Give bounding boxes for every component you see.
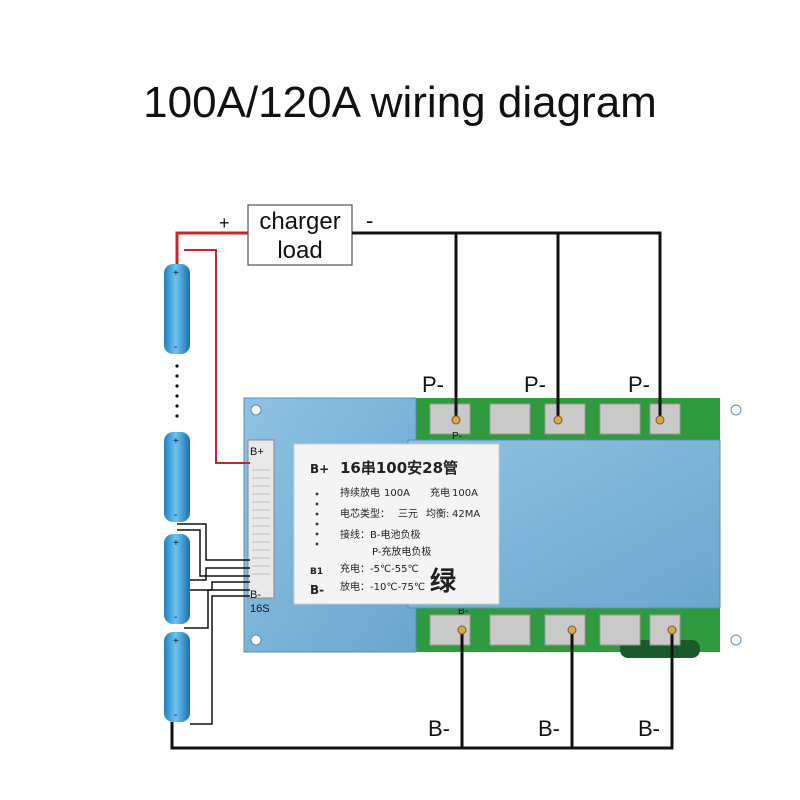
mosfet-row-top bbox=[429, 403, 681, 435]
sticker-heading: 16串100安28管 bbox=[340, 459, 458, 477]
sticker-row2-a: 电芯类型： bbox=[340, 507, 390, 520]
charger-minus-label: - bbox=[366, 208, 373, 233]
svg-text:-: - bbox=[174, 710, 177, 721]
p-minus-label-2: P- bbox=[524, 372, 546, 397]
svg-text:-: - bbox=[174, 612, 177, 623]
red-wires bbox=[175, 231, 248, 264]
svg-text:+: + bbox=[173, 538, 179, 549]
charger-load-box bbox=[247, 204, 353, 266]
sticker-row2-b: 均衡: bbox=[426, 508, 449, 520]
b-minus-pads bbox=[457, 625, 677, 635]
sticker-row1-a-val: 100A bbox=[384, 488, 410, 499]
sticker-row1-b: 充电 bbox=[430, 486, 450, 499]
mount-hole-bl bbox=[250, 634, 262, 646]
sticker-side-bplus: B+ bbox=[310, 462, 329, 476]
mount-hole-br bbox=[730, 634, 742, 646]
sticker-row5: 充电：-5℃-55℃ bbox=[340, 562, 419, 575]
red-sense-wire bbox=[184, 249, 250, 464]
b-minus-label-2: B- bbox=[538, 716, 560, 741]
b-minus-label-3: B- bbox=[638, 716, 660, 741]
svg-text:+: + bbox=[173, 636, 179, 647]
battery-cell-4: + - bbox=[164, 632, 190, 722]
charger-plus-label: + bbox=[219, 213, 230, 233]
page-title: 100A/120A wiring diagram bbox=[143, 78, 657, 127]
connector-bottom-label: B- bbox=[250, 589, 261, 601]
balance-sense-wires bbox=[177, 523, 250, 725]
pcb-p-pad-label: P- bbox=[452, 431, 462, 442]
load-label: load bbox=[277, 237, 322, 264]
p-minus-wires bbox=[352, 231, 662, 418]
sticker-row1-b-val: 100A bbox=[452, 488, 478, 499]
charger-label: charger bbox=[259, 208, 340, 235]
b-minus-wires bbox=[170, 630, 674, 750]
sticker-color-char: 绿 bbox=[430, 567, 457, 597]
battery-cell-2: + - bbox=[164, 432, 190, 522]
sticker-dots bbox=[315, 492, 319, 546]
sticker-side-b1: B1 bbox=[310, 567, 323, 577]
p-minus-pads bbox=[451, 415, 665, 425]
svg-text:+: + bbox=[173, 436, 179, 447]
balance-connector bbox=[247, 439, 275, 599]
mount-hole-tl bbox=[250, 404, 262, 416]
mount-hole-tr bbox=[730, 404, 742, 416]
connector-series-label: 16S bbox=[250, 603, 270, 615]
pcb-b-pad-label: B- bbox=[458, 606, 468, 617]
battery-cell-1: + - bbox=[164, 264, 190, 354]
b-minus-label-1: B- bbox=[428, 716, 450, 741]
sticker-row2-a-val: 三元 bbox=[398, 509, 418, 520]
sticker-row4: P-充放电负极 bbox=[372, 545, 431, 558]
sticker-side-bminus: B- bbox=[310, 583, 324, 597]
connector-top-label: B+ bbox=[250, 446, 264, 458]
cell-ellipsis-dots bbox=[175, 364, 179, 418]
p-minus-label-1: P- bbox=[422, 372, 444, 397]
mosfet-row-bottom bbox=[429, 614, 681, 646]
spec-sticker bbox=[293, 443, 500, 605]
sticker-row1-a: 持续放电 bbox=[340, 486, 380, 499]
svg-text:-: - bbox=[174, 342, 177, 353]
p-minus-label-3: P- bbox=[628, 372, 650, 397]
battery-cell-3: + - bbox=[164, 534, 190, 624]
connector-pins bbox=[252, 469, 270, 575]
sticker-row6: 放电：-10℃-75℃ bbox=[340, 580, 425, 593]
svg-text:-: - bbox=[174, 510, 177, 521]
svg-text:+: + bbox=[173, 268, 179, 279]
sticker-row3: 接线：B-电池负极 bbox=[340, 528, 420, 541]
sticker-row2-b-val: 42MA bbox=[452, 509, 480, 520]
